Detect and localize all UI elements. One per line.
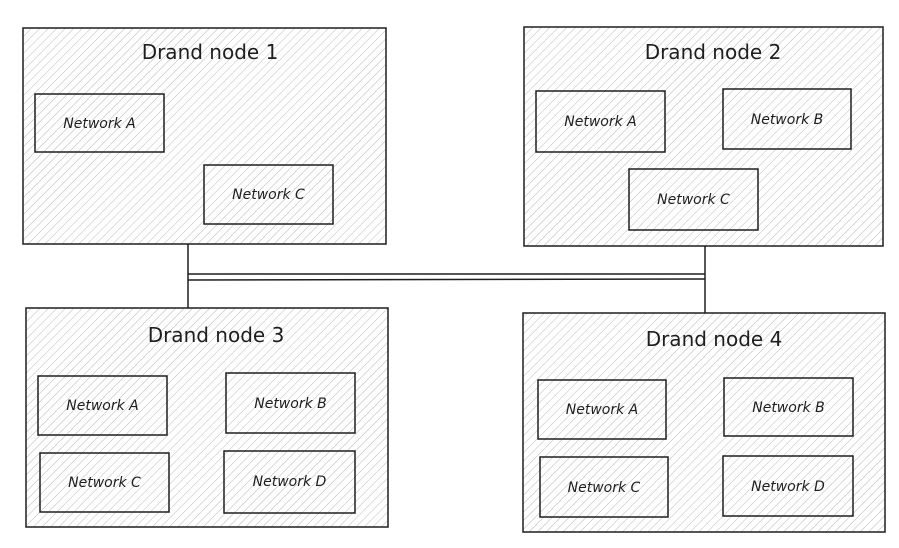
network-label: Network A <box>66 398 138 414</box>
node-container <box>522 312 886 533</box>
network-box: Network B <box>723 377 854 437</box>
network-label: Network B <box>751 112 824 128</box>
network-label: Network C <box>568 480 641 496</box>
network-label: Network C <box>232 187 305 203</box>
node-title: Drand node 1 <box>142 40 279 64</box>
network-label: Network C <box>657 192 730 208</box>
drand-node-4: Drand node 4 Network A Network B Network… <box>522 312 886 533</box>
network-box: Network C <box>203 164 334 225</box>
network-label: Network A <box>63 116 135 132</box>
network-label: Network B <box>254 396 327 412</box>
network-label: Network A <box>566 402 638 418</box>
network-box: Network B <box>225 372 356 434</box>
network-box: Network C <box>628 168 759 231</box>
network-label: Network A <box>564 114 636 130</box>
connector-lines <box>187 244 706 313</box>
network-label: Network C <box>68 475 141 491</box>
network-box: Network B <box>722 88 852 150</box>
connector-bus-lower <box>187 278 706 281</box>
network-label: Network D <box>751 479 825 495</box>
node-title: Drand node 4 <box>646 327 783 351</box>
node-title: Drand node 3 <box>148 323 285 347</box>
drand-node-2: Drand node 2 Network A Network B Network… <box>523 26 884 247</box>
network-label: Network B <box>752 400 825 416</box>
node-container <box>25 307 389 528</box>
network-box: Network C <box>39 452 170 513</box>
drand-node-3: Drand node 3 Network A Network B Network… <box>25 307 389 528</box>
network-box: Network A <box>535 90 666 153</box>
node-title: Drand node 2 <box>645 40 782 64</box>
network-box: Network A <box>34 93 165 153</box>
network-box: Network D <box>722 455 854 517</box>
network-box: Network D <box>223 450 356 514</box>
network-box: Network A <box>537 379 667 440</box>
network-box: Network C <box>539 456 669 518</box>
node-container <box>523 26 884 247</box>
network-label: Network D <box>253 474 327 490</box>
drand-node-1: Drand node 1 Network A Network C <box>22 27 387 245</box>
network-box: Network A <box>37 375 168 436</box>
